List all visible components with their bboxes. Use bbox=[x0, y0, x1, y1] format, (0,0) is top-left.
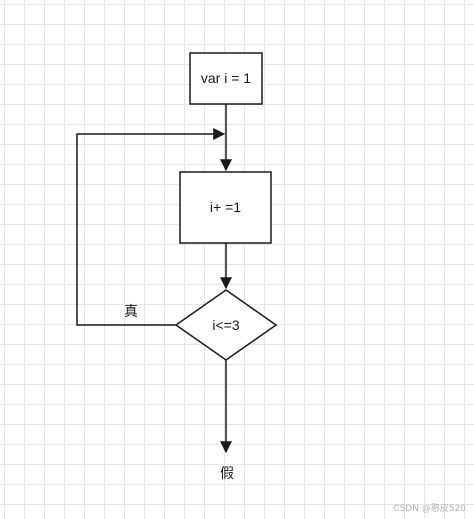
condition-diamond-label: i<=3 bbox=[212, 317, 239, 333]
increment-box-label: i+ =1 bbox=[210, 199, 241, 215]
edge-true-loop bbox=[76, 128, 226, 326]
increment-box bbox=[179, 171, 272, 244]
false-branch-label: 假 bbox=[220, 466, 234, 482]
true-branch-label: 真 bbox=[124, 304, 138, 320]
init-box bbox=[189, 52, 263, 105]
watermark: CSDN @憨皮520 bbox=[393, 504, 466, 514]
init-box-label: var i = 1 bbox=[201, 70, 251, 86]
